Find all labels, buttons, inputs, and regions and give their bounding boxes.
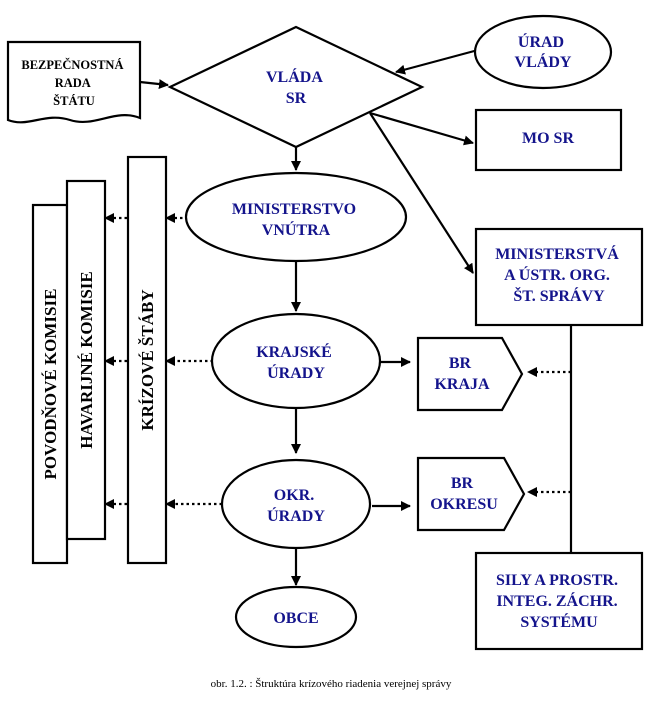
krajske-line-2: ÚRADY bbox=[267, 363, 325, 382]
okr-urady-label: OKR. ÚRADY bbox=[267, 487, 325, 525]
okr-urady-ellipse bbox=[220, 458, 372, 550]
ministerstva-box bbox=[474, 227, 644, 327]
br-kraja-label: BR KRAJA bbox=[434, 355, 490, 393]
arrow-urad-to-vlada bbox=[395, 48, 479, 75]
sily-label: SILY A PROSTR. INTEG. ZÁCHR. SYSTÉMU bbox=[496, 572, 622, 631]
dotted-connectors bbox=[104, 213, 571, 509]
br-kraja-box bbox=[416, 336, 524, 412]
krizove-staby-label: KRÍZOVÉ ŠTÁBY bbox=[138, 289, 157, 430]
ministerstva-line-1: MINISTERSTVÁ bbox=[495, 244, 619, 263]
havarijne-komisie-box bbox=[65, 179, 107, 541]
urad-vlady-line-1: ÚRAD bbox=[518, 32, 564, 51]
krizove-staby-box bbox=[126, 155, 168, 565]
urad-vlady-ellipse bbox=[473, 14, 613, 90]
obce-line-1: OBCE bbox=[273, 610, 318, 627]
obce-ellipse bbox=[234, 585, 358, 649]
sily-box bbox=[474, 551, 644, 651]
mo-sr-line-1: MO SR bbox=[522, 130, 574, 147]
povodnove-komisie-label: POVODŇOVÉ KOMISIE bbox=[41, 289, 60, 480]
bezpecnostna-rada-box bbox=[6, 40, 142, 124]
mo-sr-box bbox=[474, 108, 623, 172]
vlada-line-1: VLÁDA bbox=[266, 67, 323, 86]
havarijne-komisie-label: HAVARIJNÉ KOMISIE bbox=[77, 271, 96, 448]
br-okresu-line-1: BR bbox=[451, 475, 474, 492]
mv-line-1: MINISTERSTVO bbox=[232, 201, 356, 218]
obce-label: OBCE bbox=[273, 610, 318, 627]
ministerstva-label: MINISTERSTVÁ A ÚSTR. ORG. ŠT. SPRÁVY bbox=[495, 244, 623, 305]
arrow-vlada-to-ministerstva bbox=[369, 112, 474, 274]
vlada-diamond bbox=[167, 25, 425, 149]
bezpecnostna-rada-label: BEZPEČNOSTNÁ RADA ŠTÁTU bbox=[21, 58, 126, 108]
connectors bbox=[139, 48, 573, 586]
bezpecnostna-line-1: BEZPEČNOSTNÁ bbox=[21, 58, 123, 72]
vlada-label: VLÁDA SR bbox=[266, 67, 326, 107]
br-okresu-line-2: OKRESU bbox=[430, 496, 498, 513]
sily-line-1: SILY A PROSTR. bbox=[496, 572, 618, 589]
ministerstva-line-3: ŠT. SPRÁVY bbox=[513, 286, 605, 305]
krajske-urady-ellipse bbox=[210, 312, 382, 410]
krajske-line-1: KRAJSKÉ bbox=[256, 342, 332, 361]
br-okresu-box bbox=[416, 456, 526, 532]
br-kraja-line-2: KRAJA bbox=[434, 376, 490, 393]
sily-line-2: INTEG. ZÁCHR. bbox=[496, 591, 617, 610]
okr-line-2: ÚRADY bbox=[267, 506, 325, 525]
bezpecnostna-line-2: RADA bbox=[55, 76, 91, 90]
urad-vlady-label: ÚRAD VLÁDY bbox=[515, 32, 572, 71]
br-kraja-line-1: BR bbox=[449, 355, 472, 372]
arrow-vlada-to-mo bbox=[369, 111, 474, 146]
figure-caption: obr. 1.2. : Štruktúra krízového riadenia… bbox=[210, 678, 452, 690]
ministerstvo-vnutra-ellipse bbox=[184, 171, 408, 263]
krajske-urady-label: KRAJSKÉ ÚRADY bbox=[256, 342, 336, 382]
sily-line-3: SYSTÉMU bbox=[520, 612, 598, 631]
okr-line-1: OKR. bbox=[274, 487, 314, 504]
bezpecnostna-line-3: ŠTÁTU bbox=[53, 94, 95, 108]
urad-vlady-line-2: VLÁDY bbox=[515, 52, 572, 71]
vlada-line-2: SR bbox=[286, 90, 307, 107]
ministerstva-line-2: A ÚSTR. ORG. bbox=[504, 265, 610, 284]
ministerstvo-vnutra-label: MINISTERSTVO VNÚTRA bbox=[232, 201, 360, 239]
br-okresu-label: BR OKRESU bbox=[430, 475, 498, 513]
arrow-bezp-to-vlada bbox=[139, 79, 169, 90]
mo-sr-label: MO SR bbox=[522, 130, 574, 147]
mv-line-2: VNÚTRA bbox=[262, 220, 331, 239]
